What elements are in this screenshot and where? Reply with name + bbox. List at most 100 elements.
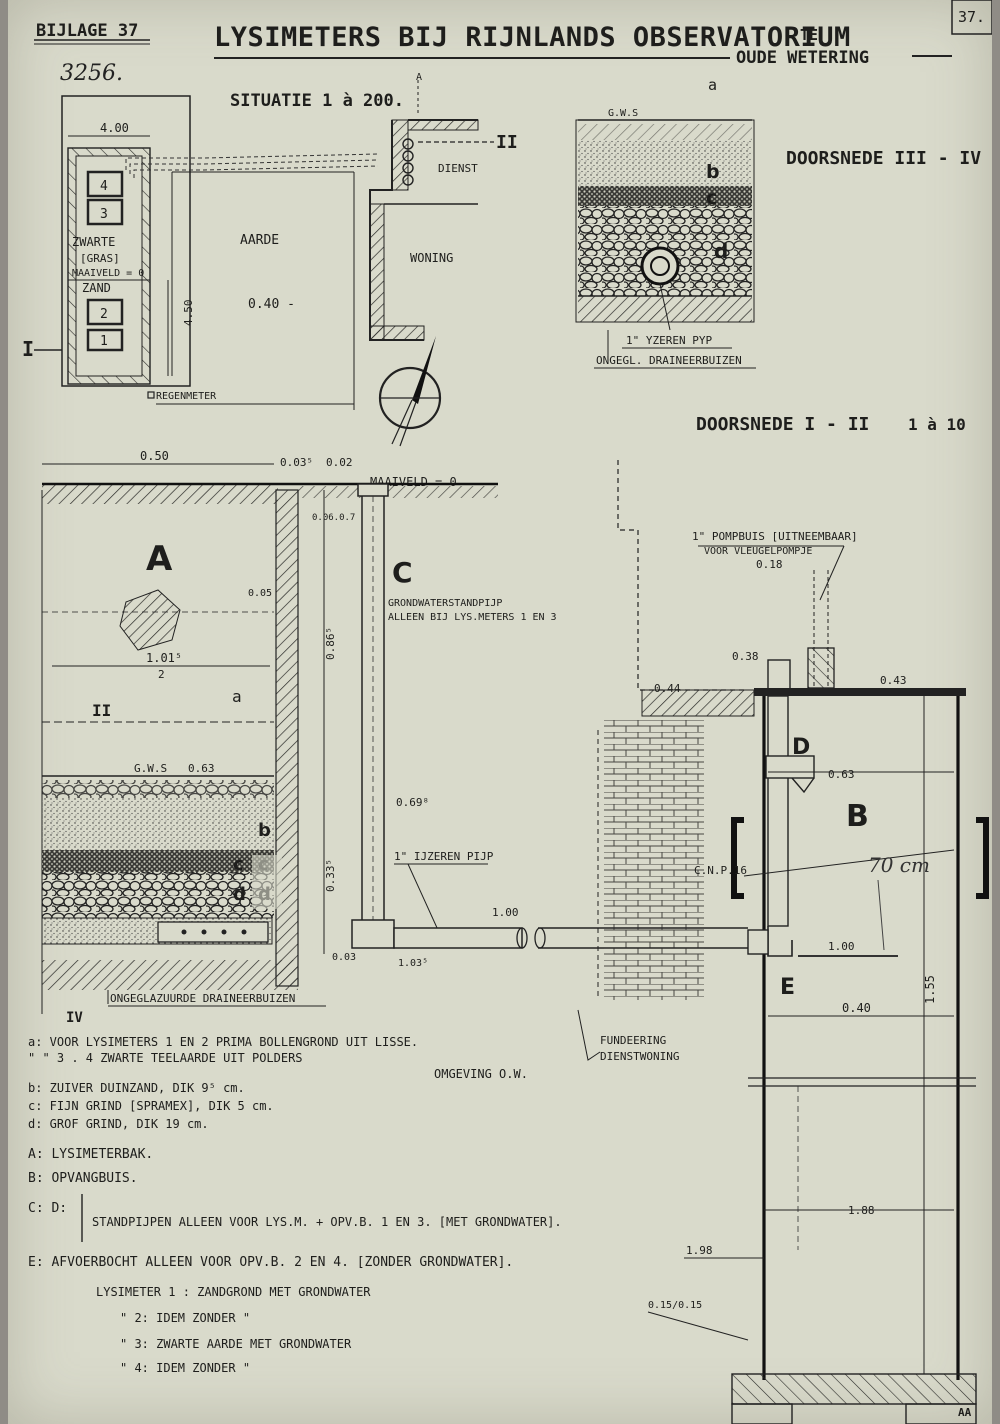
dim-footing: 0.15/0.15 [648,1300,702,1311]
profile-label: C.N.P.16 [694,864,747,877]
level-100-left: 1.00 [492,906,519,919]
legend-a-line3: OMGEVING O.W. [434,1067,528,1081]
legend-lys1: LYSIMETER 1 : ZANDGROND MET GRONDWATER [96,1285,371,1299]
plan-aarde-label: AARDE [240,233,279,248]
small-section-pipe-label: 1" YZEREN PYP [626,334,712,347]
plan-zand-label: ZAND [82,281,111,295]
legend-A: A: LYSIMETERBAK. [28,1147,153,1162]
drawing-title-suffix: TE [800,26,818,44]
plan-zwarte-label: ZWARTE [72,235,115,249]
maker-mark: AA [958,1406,972,1419]
dim-inner-width: 1.01⁵ [146,651,182,665]
handwritten-note: 70 cm [868,853,930,877]
lysimeter-4-number: 4 [100,179,108,194]
legend-lys3: " 3: ZWARTE AARDE MET GRONDWATER [120,1337,352,1351]
dim-width-top: 0.50 [140,449,169,463]
section-I-II-title: DOORSNEDE I - II [696,414,869,435]
label-II-main: II [92,701,111,720]
gws-label: G.W.S [134,762,167,775]
technical-drawing: BIJLAGE 37 LYSIMETERS BIJ RIJNLANDS OBSE… [22,0,992,1424]
lysimeter-1-number: 1 [100,334,108,349]
small-section-label-a: a [708,76,717,94]
label-a-main: a [232,687,242,706]
situation-title: SITUATIE 1 à 200. [230,91,404,111]
drawing-title: LYSIMETERS BIJ RIJNLANDS OBSERVATORIUM [214,22,851,53]
location-label: OUDE WETERING [736,48,869,68]
plan-maaiveld-label: MAAIVELD = 0 [72,268,144,279]
level-pump: 0.18 [756,558,783,571]
plan-length-dim: 4.50 [182,300,195,327]
section-III-IV: DOORSNEDE III - IV a G.W.S b c d 1" YZER… [575,76,981,369]
page-number: 37. [958,8,985,26]
dim-0035: 0.03⁵ [280,456,313,469]
level-100-right: 1.00 [828,940,855,953]
level-038: 0.38 [732,650,759,663]
situation-plan: SITUATIE 1 à 200. 4.00 4 3 2 1 ZWARTE [G… [22,72,518,447]
small-section-label-d: d [714,239,728,263]
small-section-label-c: c [706,187,717,209]
appendix-label: BIJLAGE 37 [36,21,138,41]
pump-label-2: VOOR VLEUGELPOMPJE [704,546,812,557]
iron-pipe-label: 1" IJZEREN PIJP [394,850,494,863]
handwritten-number: 3256. [60,61,123,86]
label-IV-main: IV [66,1010,83,1026]
plan-gras-label: [GRAS] [80,252,120,265]
plan-section-mark-II: II [496,132,518,153]
legend-d: d: GROF GRIND, DIK 19 cm. [28,1117,209,1131]
gws-level: 0.63 [188,762,215,775]
plan-woning-label: WONING [410,251,453,265]
legend-b: b: ZUIVER DUINZAND, DIK 9⁵ cm. [28,1081,245,1095]
level-063b: 0.63 [828,768,855,781]
label-D: D [792,735,810,760]
legend-B: B: OPVANGBUIS. [28,1171,138,1186]
plan-elevation-label: 0.40 - [248,297,295,312]
dim-wall: 0.05 [248,588,272,599]
small-section-label-b: b [706,161,720,183]
maaiveld-label: MAAIVELD = 0 [370,475,457,489]
lysimeter-3-number: 3 [100,207,108,222]
label-b-main: b [258,820,271,841]
level-043: 0.43 [880,674,907,687]
legend-lys4: " 4: IDEM ZONDER " [120,1361,250,1375]
plan-regenmeter-label: REGENMETER [156,391,217,402]
legend-a-line2: " " 3 . 4 ZWARTE TEELAARDE UIT POLDERS [28,1051,303,1065]
label-A: A [146,539,173,579]
legend-CD-text: STANDPIJPEN ALLEEN VOOR LYS.M. + OPV.B. … [92,1215,562,1229]
dim-inner-width-sub: 2 [158,668,165,681]
north-arrow-icon [378,336,442,447]
label-C: C [392,556,413,589]
header: BIJLAGE 37 LYSIMETERS BIJ RIJNLANDS OBSE… [34,0,992,86]
standpipe-label-2: ALLEEN BIJ LYS.METERS 1 EN 3 [388,612,557,623]
drawing-sheet: BIJLAGE 37 LYSIMETERS BIJ RIJNLANDS OBSE… [8,0,992,1424]
dim-tube-width: 0.40 [842,1001,871,1015]
plan-dienst-label: DIENST [438,162,478,175]
level-198: 1.98 [686,1244,713,1257]
section-III-IV-title: DOORSNEDE III - IV [786,148,981,169]
dim-tube-height: 1.55 [923,975,937,1004]
plan-north-mark: A [416,72,422,83]
dim-bottom: 0.03 [332,952,356,963]
foundation-label-1: FUNDEERING [600,1034,666,1047]
plan-width-dim: 4.00 [100,121,129,135]
label-d-main-b: d [233,884,246,905]
label-c-main-b: c [233,854,244,875]
level-1035: 1.03⁵ [398,958,428,969]
lysimeter-section: 0.50 0.03⁵ 0.02 MAAIVELD = 0 0.06.0.7 A … [41,449,748,1026]
section-I-II-scale: 1 à 10 [908,415,966,434]
plan-section-mark-I: I [22,337,34,361]
legend-lys2: " 2: IDEM ZONDER " [120,1311,250,1325]
drains-label-main: ONGEGLAZUURDE DRAINEERBUIZEN [110,992,295,1005]
lysimeter-2-number: 2 [100,307,108,322]
house-foundation: 0.44 0.38 FUNDEERING DIENSTWONING [577,460,759,1063]
legend-CD-letters: C: D: [28,1201,67,1216]
dim-height-upper: 0.86⁵ [324,627,337,660]
level-044: 0.44 [654,682,681,695]
label-B: B [846,799,869,834]
standpipe-label-1: GRONDWATERSTANDPIJP [388,598,502,609]
legend-E: E: AFVOERBOCHT ALLEEN VOOR OPV.B. 2 EN 4… [28,1255,513,1270]
pump-label-1: 1" POMPBUIS [UITNEEMBAAR] [692,530,858,543]
dim-small: 0.06.0.7 [312,513,355,523]
dim-height-lower: 0.33⁵ [324,859,337,892]
dim-002: 0.02 [326,456,353,469]
label-E: E [780,975,795,1000]
